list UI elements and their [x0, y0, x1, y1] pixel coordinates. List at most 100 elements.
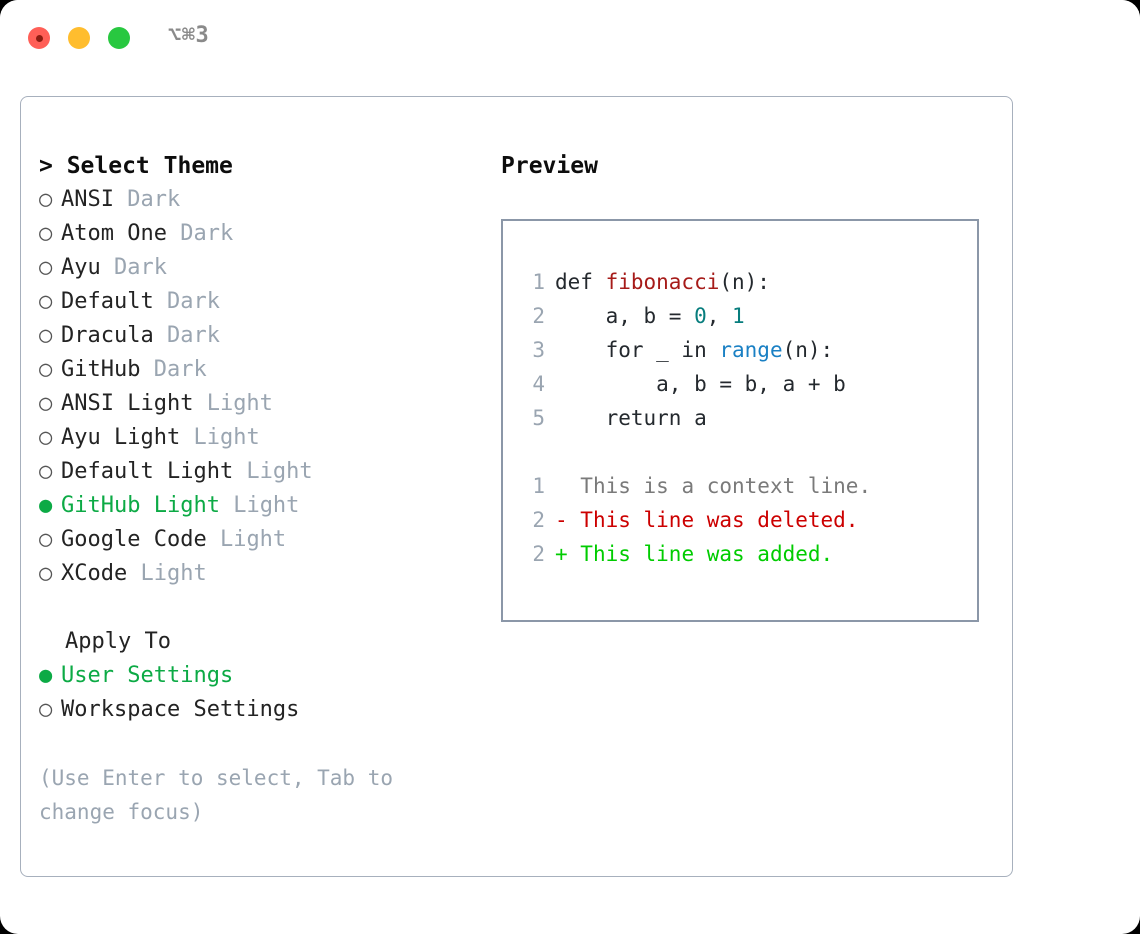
- code-line: 2 a, b = 0, 1: [521, 299, 967, 333]
- diff-line-text: + This line was added.: [555, 537, 833, 571]
- theme-option-variant: Light: [193, 391, 273, 416]
- theme-option-variant: Dark: [140, 357, 207, 382]
- code-token: a, b = b, a + b: [555, 372, 846, 396]
- line-number: 1: [532, 270, 545, 294]
- diff-sign: [555, 474, 568, 498]
- code-token: fibonacci: [605, 270, 720, 294]
- apply-to-option[interactable]: ○ Workspace Settings: [39, 693, 479, 727]
- theme-option-label: Ayu: [61, 255, 101, 280]
- radio-unselected-icon: ○: [39, 561, 53, 586]
- code-token: for _ in: [555, 338, 720, 362]
- hint-spacer: [39, 727, 479, 761]
- radio-unselected-icon: ○: [39, 357, 53, 382]
- theme-option[interactable]: ○XCode Light: [39, 557, 479, 591]
- apply-to-option-label: User Settings: [61, 663, 234, 688]
- theme-option[interactable]: ○ANSI Dark: [39, 183, 479, 217]
- apply-to-option[interactable]: ● User Settings: [39, 659, 479, 693]
- apply-to-list[interactable]: ● User Settings ○ Workspace Settings: [39, 659, 479, 727]
- radio-unselected-icon: ○: [39, 459, 53, 484]
- line-number: 2: [532, 542, 545, 566]
- line-number: 3: [532, 338, 545, 362]
- zoom-button[interactable]: [108, 27, 130, 49]
- theme-option-label: GitHub: [61, 357, 141, 382]
- diff-line-text: - This line was deleted.: [555, 503, 858, 537]
- left-column: > Select Theme ○ANSI Dark○Atom One Dark○…: [39, 149, 479, 829]
- diff-sign: -: [555, 508, 568, 532]
- code-line-text: a, b = 0, 1: [555, 299, 745, 333]
- radio-unselected-icon: ○: [39, 289, 53, 314]
- traffic-lights: [28, 27, 130, 49]
- diff-line: 2- This line was deleted.: [521, 503, 967, 537]
- theme-option[interactable]: ○ ANSI Light Light: [39, 387, 479, 421]
- code-line: 3 for _ in range(n):: [521, 333, 967, 367]
- theme-option[interactable]: ○ Dracula Dark: [39, 319, 479, 353]
- theme-option-variant: Dark: [153, 289, 220, 314]
- theme-option-variant: Light: [206, 527, 287, 552]
- radio-unselected-icon: ○: [39, 255, 53, 280]
- radio-selected-icon: ●: [39, 663, 53, 688]
- theme-option-variant: Light: [180, 425, 260, 450]
- theme-option-label: Google Code: [61, 527, 207, 552]
- theme-option[interactable]: ○ Ayu Light Light: [39, 421, 479, 455]
- code-token: ,: [706, 304, 733, 328]
- theme-option-label: Dracula: [61, 323, 154, 348]
- radio-unselected-icon: ○: [39, 425, 53, 450]
- list-spacer: [39, 591, 479, 625]
- line-number: 2: [532, 304, 545, 328]
- code-token: def: [555, 270, 606, 294]
- theme-option-variant: Light: [127, 561, 207, 586]
- theme-option[interactable]: ○Google Code Light: [39, 523, 479, 557]
- diff-text: This line was deleted.: [567, 508, 859, 532]
- theme-option-label: Ayu Light: [61, 425, 181, 450]
- main-panel: > Select Theme ○ANSI Dark○Atom One Dark○…: [20, 96, 1013, 877]
- code-blank-line: [521, 435, 967, 469]
- theme-option[interactable]: ●GitHub Light Light: [39, 489, 479, 523]
- preview-title: Preview: [501, 153, 598, 179]
- code-token: 1: [732, 304, 745, 328]
- apply-to-option-label: Workspace Settings: [61, 697, 300, 722]
- line-number: 2: [532, 508, 545, 532]
- theme-option-label: Default Light: [61, 459, 234, 484]
- code-line: 1 def fibonacci(n):: [521, 265, 967, 299]
- code-token: 0: [694, 304, 707, 328]
- theme-list[interactable]: ○ANSI Dark ○ Atom One Dark ○ Ayu Dark ○ Defaul…: [39, 183, 479, 591]
- radio-unselected-icon: ○: [39, 391, 53, 416]
- diff-line: 1 This is a context line.: [521, 469, 967, 503]
- code-line-text: def fibonacci(n):: [555, 265, 770, 299]
- diff-line-text: This is a context line.: [555, 469, 871, 503]
- radio-unselected-icon: ○: [39, 323, 53, 348]
- theme-option[interactable]: ○ Ayu Dark: [39, 251, 479, 285]
- code-line: 4 a, b = b, a + b: [521, 367, 967, 401]
- diff-sign: +: [555, 542, 568, 566]
- theme-option-label: Atom One: [61, 221, 167, 246]
- close-button[interactable]: [28, 27, 50, 49]
- diff-line: 2 + This line was added.: [521, 537, 967, 571]
- code-line-text: for _ in range(n):: [555, 333, 834, 367]
- theme-option-variant: Dark: [100, 255, 167, 280]
- radio-unselected-icon: ○: [39, 221, 53, 246]
- code-line-text: a, b = b, a + b: [555, 367, 846, 401]
- code-token: (n):: [782, 338, 834, 362]
- theme-option-label: Default: [61, 289, 154, 314]
- keyboard-hint: (Use Enter to select, Tab to change focu…: [39, 766, 406, 824]
- window-shortcut-label: ⌥⌘3: [168, 23, 210, 48]
- theme-option-variant: Dark: [113, 187, 181, 212]
- code-token: (n):: [719, 270, 770, 294]
- theme-option[interactable]: ○ Default Light Light: [39, 455, 479, 489]
- code-token: return a: [555, 406, 707, 430]
- radio-unselected-icon: ○: [39, 697, 53, 722]
- theme-option-variant: Dark: [153, 323, 220, 348]
- minimize-button[interactable]: [68, 27, 90, 49]
- theme-option[interactable]: ○ Default Dark: [39, 285, 479, 319]
- theme-option[interactable]: ○Atom One Dark: [39, 217, 479, 251]
- radio-selected-icon: ●: [39, 493, 53, 518]
- theme-option-label: ANSI Light: [61, 391, 194, 416]
- select-theme-title: > Select Theme: [39, 153, 233, 179]
- theme-option-variant: Light: [233, 459, 313, 484]
- line-number: 5: [532, 406, 545, 430]
- line-number: 1: [532, 474, 545, 498]
- theme-option[interactable]: ○ GitHub Dark: [39, 353, 479, 387]
